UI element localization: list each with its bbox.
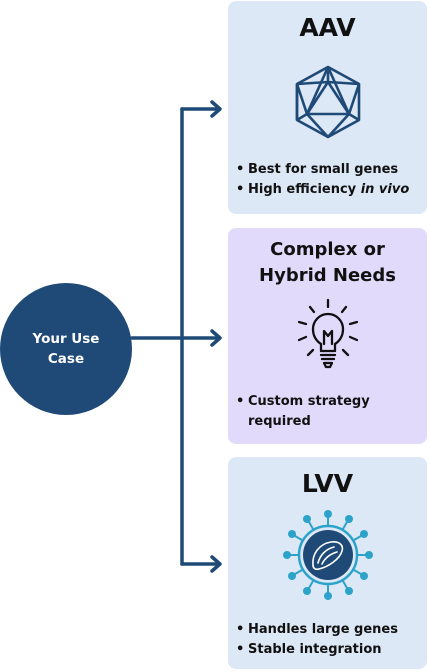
card-complex: Complex or Hybrid Needs Custom strategy r… — [228, 228, 427, 444]
card-lvv-bullets: Handles large genes Stable integration — [236, 620, 421, 660]
card-complex-title-line: Complex or — [270, 239, 385, 260]
card-aav-bullet-emphasis: in vivo — [360, 182, 410, 197]
card-aav-bullet: Best for small genes — [236, 160, 421, 180]
icosahedron-icon — [295, 65, 360, 139]
card-aav-bullet: High efficiency in vivo — [236, 180, 421, 200]
card-complex-title-line: Hybrid Needs — [259, 265, 396, 286]
card-lvv-bullet: Stable integration — [236, 640, 421, 660]
card-aav: AAV Best for small genes High efficiency… — [228, 1, 427, 214]
source-circle — [0, 283, 132, 415]
lightbulb-icon — [297, 298, 358, 369]
card-complex-bullets: Custom strategy required — [236, 392, 421, 432]
card-aav-bullet-text: High efficiency — [248, 182, 357, 197]
card-lvv-title: LVV — [301, 469, 354, 498]
card-complex-bullet-line: required — [248, 414, 311, 429]
arrowhead-aav — [210, 100, 222, 118]
card-aav-bullets: Best for small genes High efficiency in … — [236, 160, 421, 200]
arrowhead-complex — [210, 329, 222, 347]
lentivirus-icon — [282, 510, 373, 600]
connector-arrowheads — [210, 100, 222, 573]
card-lvv-bullet: Handles large genes — [236, 620, 421, 640]
arrowhead-lvv — [210, 555, 222, 573]
card-complex-title: Complex or Hybrid Needs — [228, 237, 427, 289]
connector-lines — [130, 107, 220, 566]
card-complex-bullet-line: Custom strategy — [248, 394, 370, 409]
card-aav-title: AAV — [299, 13, 356, 42]
card-complex-bullet: Custom strategy required — [236, 392, 421, 432]
card-lvv: LVV — [228, 457, 427, 669]
